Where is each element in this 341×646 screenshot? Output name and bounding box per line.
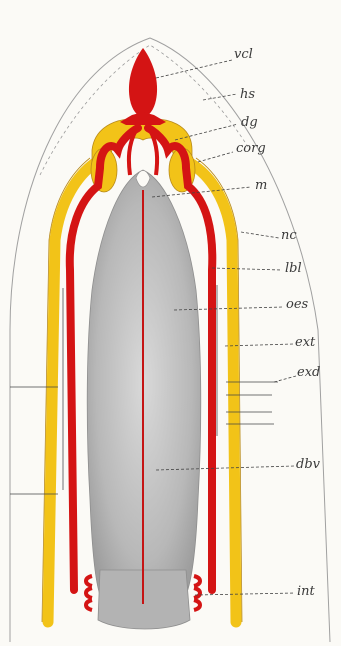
label-dbv: dbv [296, 458, 320, 471]
label-dg: dg [241, 116, 258, 129]
label-corg: corg [236, 142, 266, 155]
label-ext: ext [295, 336, 315, 349]
cephalic-vessel [129, 48, 157, 118]
label-exd: exd [297, 366, 320, 379]
vessel-stem [120, 112, 166, 125]
segmental-loops-right [194, 576, 200, 610]
label-nc: nc [281, 229, 297, 242]
label-m: m [255, 179, 267, 192]
segmental-loops-left [86, 576, 92, 610]
label-hs: hs [240, 88, 255, 101]
label-oes: oes [286, 298, 308, 311]
label-vcl: vcl [234, 48, 253, 61]
label-int: int [297, 585, 315, 598]
label-lbl: lbl [285, 262, 302, 275]
